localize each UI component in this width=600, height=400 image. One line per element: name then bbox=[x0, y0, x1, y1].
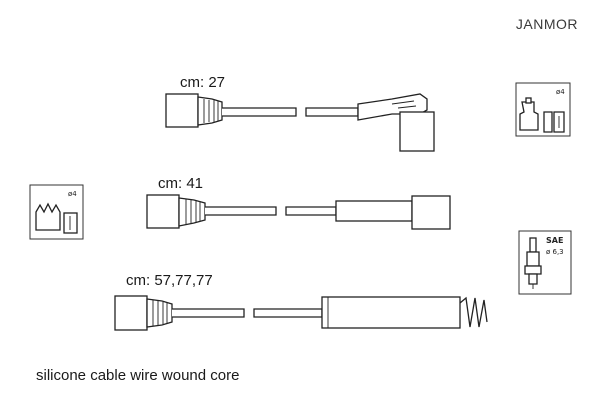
cable-3-boot-ribs bbox=[152, 300, 168, 326]
cable-1-boot-ribs bbox=[203, 99, 219, 123]
cable-3-length-label: cm: 57,77,77 bbox=[126, 272, 213, 289]
cable-3-wire-right bbox=[253, 308, 323, 318]
cable-1-length-label: cm: 27 bbox=[180, 74, 226, 91]
spark-plug-sae-icon: SAE ø 6,3 bbox=[518, 230, 572, 295]
cable-2-boot-ribs bbox=[185, 199, 201, 224]
cable-1-wire-right bbox=[305, 107, 359, 117]
sae-label: SAE bbox=[546, 236, 563, 245]
distributor-right-size: ø4 bbox=[556, 88, 565, 96]
cable-1-angled-boot-cap bbox=[399, 111, 435, 152]
cable-3-boot-taper bbox=[146, 298, 173, 328]
cable-1-straight-boot bbox=[165, 93, 199, 128]
cable-1-angled-boot-detail bbox=[391, 100, 417, 109]
brand-name: JANMOR bbox=[515, 16, 578, 32]
cable-description: silicone cable wire wound core bbox=[36, 367, 240, 384]
cable-1 bbox=[165, 93, 435, 152]
sae-size: ø 6,3 bbox=[546, 248, 564, 256]
cable-2-length-label: cm: 41 bbox=[158, 175, 204, 192]
cable-2-wire-right bbox=[285, 206, 337, 216]
cable-2-cover-sleeve bbox=[335, 200, 413, 222]
cable-3-wire-left bbox=[172, 308, 245, 318]
cable-2-straight-boot bbox=[146, 194, 180, 229]
cable-1-wire-left bbox=[222, 107, 297, 117]
distributor-cap-icon: ø4 bbox=[515, 82, 571, 137]
distributor-left-size: ø4 bbox=[68, 190, 77, 198]
cable-3-spring-terminal bbox=[459, 296, 488, 328]
cable-3-long-boot bbox=[321, 296, 461, 329]
cable-2-wire-left bbox=[205, 206, 277, 216]
coil-connector-icon: ø4 bbox=[29, 184, 84, 240]
cable-3 bbox=[114, 295, 488, 331]
cable-2-boot-taper bbox=[178, 197, 206, 227]
cable-3-straight-boot bbox=[114, 295, 148, 331]
cable-2-end-boot bbox=[411, 195, 451, 230]
cable-2 bbox=[146, 194, 451, 230]
